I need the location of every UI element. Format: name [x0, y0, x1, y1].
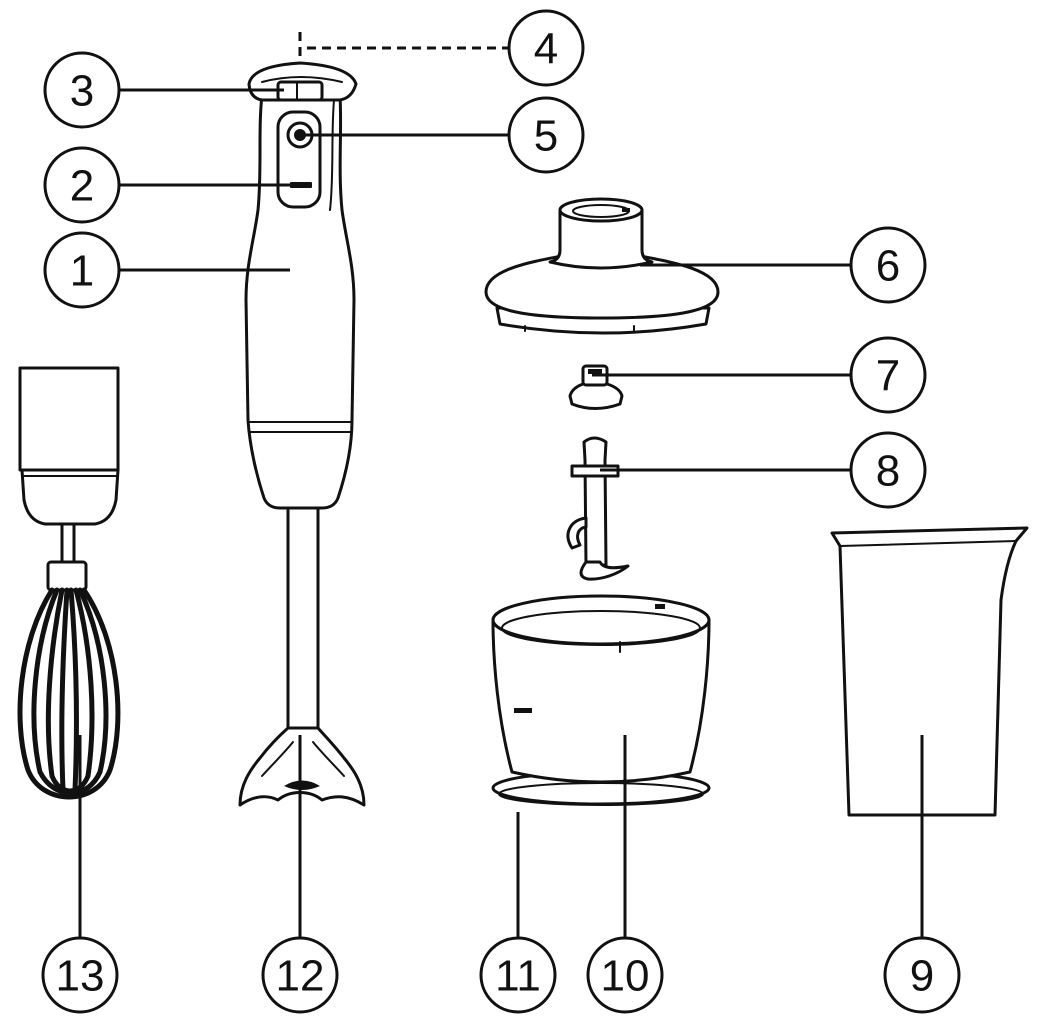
- coupling-base: [568, 382, 624, 410]
- callout-number: 3: [70, 67, 94, 116]
- whisk-collar: [46, 560, 88, 592]
- blade-upper: [566, 516, 588, 550]
- beaker-body: [830, 526, 1029, 817]
- whisk-rod: [60, 522, 76, 566]
- beaker-lip-line: [839, 540, 1017, 547]
- callout-number: 12: [276, 952, 325, 1001]
- leader-lines: [78, 32, 924, 938]
- coupling-teeth: [588, 369, 602, 374]
- callout-number: 5: [534, 112, 558, 161]
- callout-number: 2: [70, 162, 94, 211]
- lid-neck: [548, 208, 654, 270]
- whisk-gearbox-top: [18, 366, 120, 472]
- bowl-rim: [491, 594, 711, 646]
- callout-7: 7: [849, 336, 927, 414]
- chopper-blade: [566, 436, 630, 581]
- callout-number: 7: [876, 352, 900, 401]
- whisk-wires: [17, 587, 121, 800]
- callout-10: 10: [586, 936, 664, 1014]
- guard-window-left: [261, 741, 294, 777]
- top-cap-contour: [261, 76, 343, 83]
- motor-body: [244, 93, 356, 510]
- blade-guard: [238, 726, 366, 807]
- callout-2: 2: [43, 146, 121, 224]
- top-release-button: [276, 80, 324, 102]
- callout-circle: [849, 336, 927, 414]
- beaker-spout-contour: [997, 601, 1002, 721]
- guard-window-right: [312, 741, 345, 777]
- callout-number: 8: [876, 447, 900, 496]
- callout-11: 11: [479, 936, 557, 1014]
- callout-circle: [883, 936, 961, 1014]
- speed-button-center: [294, 129, 306, 141]
- blade-shaft: [582, 436, 608, 567]
- callout-circle: [849, 431, 927, 509]
- motor-unit: [244, 61, 358, 510]
- chopper-bowl: [491, 594, 711, 784]
- callout-3: 3: [43, 51, 121, 129]
- lid-lock-mark: [622, 208, 630, 212]
- bowl-body: [491, 618, 711, 784]
- turbo-button-marking: [290, 182, 312, 188]
- callout-1: 1: [43, 231, 121, 309]
- blade-slot: [284, 780, 320, 790]
- callouts: 1 2 3 4 5 6 7 8: [41, 9, 961, 1014]
- callout-13: 13: [41, 936, 119, 1014]
- whisk-gearbox-bottom: [20, 468, 120, 526]
- callout-number: 11: [495, 952, 541, 1001]
- lid-disc: [484, 254, 720, 320]
- callout-circle: [849, 226, 927, 304]
- callout-number: 10: [601, 952, 650, 1001]
- callout-12: 12: [261, 936, 339, 1014]
- whisk-attachment: [17, 366, 121, 800]
- callout-circle: [479, 936, 557, 1014]
- callout-circle: [586, 936, 664, 1014]
- bowl-lock-mark: [655, 604, 665, 609]
- callout-number: 13: [56, 952, 105, 1001]
- blending-shaft: [238, 506, 366, 807]
- blade-lower: [579, 560, 630, 581]
- callout-5: 5: [507, 96, 585, 174]
- callout-number: 6: [876, 242, 900, 291]
- callout-circle: [507, 96, 585, 174]
- callout-number: 4: [534, 25, 558, 74]
- callout-number: 9: [910, 952, 934, 1001]
- top-button-body: [276, 80, 324, 102]
- callout-circle: [41, 936, 119, 1014]
- gear-coupling: [568, 364, 624, 410]
- callout-circle: [43, 231, 121, 309]
- chopper-lid: [484, 197, 720, 335]
- callout-4: 4: [507, 9, 585, 87]
- callout-9: 9: [883, 936, 961, 1014]
- callout-6: 6: [849, 226, 927, 304]
- shaft-tube: [286, 506, 320, 734]
- callout-8: 8: [849, 431, 927, 509]
- callout-circle: [43, 51, 121, 129]
- callout-circle: [507, 9, 585, 87]
- callout-circle: [261, 936, 339, 1014]
- callout-circle: [43, 146, 121, 224]
- bowl-level-mark: [514, 708, 532, 713]
- bowl-rim-inner: [501, 610, 701, 646]
- motor-body-contour: [329, 99, 335, 211]
- callout-number: 1: [70, 247, 94, 296]
- beaker: [830, 526, 1029, 817]
